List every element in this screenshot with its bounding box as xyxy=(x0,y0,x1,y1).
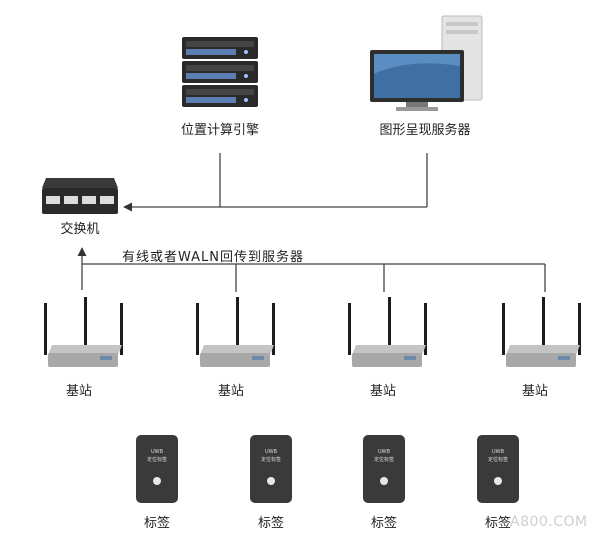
tag-face-line2: 定位标签 xyxy=(373,457,394,463)
tag-button-icon xyxy=(267,477,275,485)
tag-face-line2: 定位标签 xyxy=(146,457,167,463)
tag-face-line1: UWB xyxy=(377,449,391,455)
tag-face-line2: 定位标签 xyxy=(487,457,508,463)
tag-face-line2: 定位标签 xyxy=(260,457,281,463)
tag-face-line1: UWB xyxy=(264,449,278,455)
base-station-icon xyxy=(196,297,275,367)
base-station-label: 基站 xyxy=(65,384,92,399)
tag-button-icon xyxy=(153,477,161,485)
tag-label: 标签 xyxy=(143,516,170,531)
tag-face-line1: UWB xyxy=(150,449,164,455)
tag-button-icon xyxy=(494,477,502,485)
tag-face-line1: UWB xyxy=(491,449,505,455)
uwb-tag-device: UWB 定位标签 xyxy=(363,435,405,503)
watermark: A800.COM xyxy=(510,514,588,530)
uwb-tag-device: UWB 定位标签 xyxy=(477,435,519,503)
rack-server-icon xyxy=(182,37,258,107)
network-switch-icon xyxy=(42,178,118,214)
base-station-label: 基站 xyxy=(521,384,548,399)
backhaul-bus-label: 有线或者WALN回传到服务器 xyxy=(122,250,305,265)
base-station-label: 基站 xyxy=(369,384,396,399)
desktop-computer-icon xyxy=(370,15,483,111)
location-engine-label: 位置计算引擎 xyxy=(180,123,259,138)
switch-label: 交换机 xyxy=(60,222,100,237)
tag-label: 标签 xyxy=(370,516,397,531)
uwb-tag-device: UWB 定位标签 xyxy=(136,435,178,503)
graphics-server-label: 图形呈现服务器 xyxy=(379,123,471,138)
tag-label: 标签 xyxy=(484,516,511,531)
base-station-icon xyxy=(502,297,581,367)
uwb-tag-device: UWB 定位标签 xyxy=(250,435,292,503)
tag-button-icon xyxy=(380,477,388,485)
base-station-icon xyxy=(348,297,427,367)
base-station-icon xyxy=(44,297,123,367)
tag-label: 标签 xyxy=(257,516,284,531)
base-station-label: 基站 xyxy=(217,384,244,399)
